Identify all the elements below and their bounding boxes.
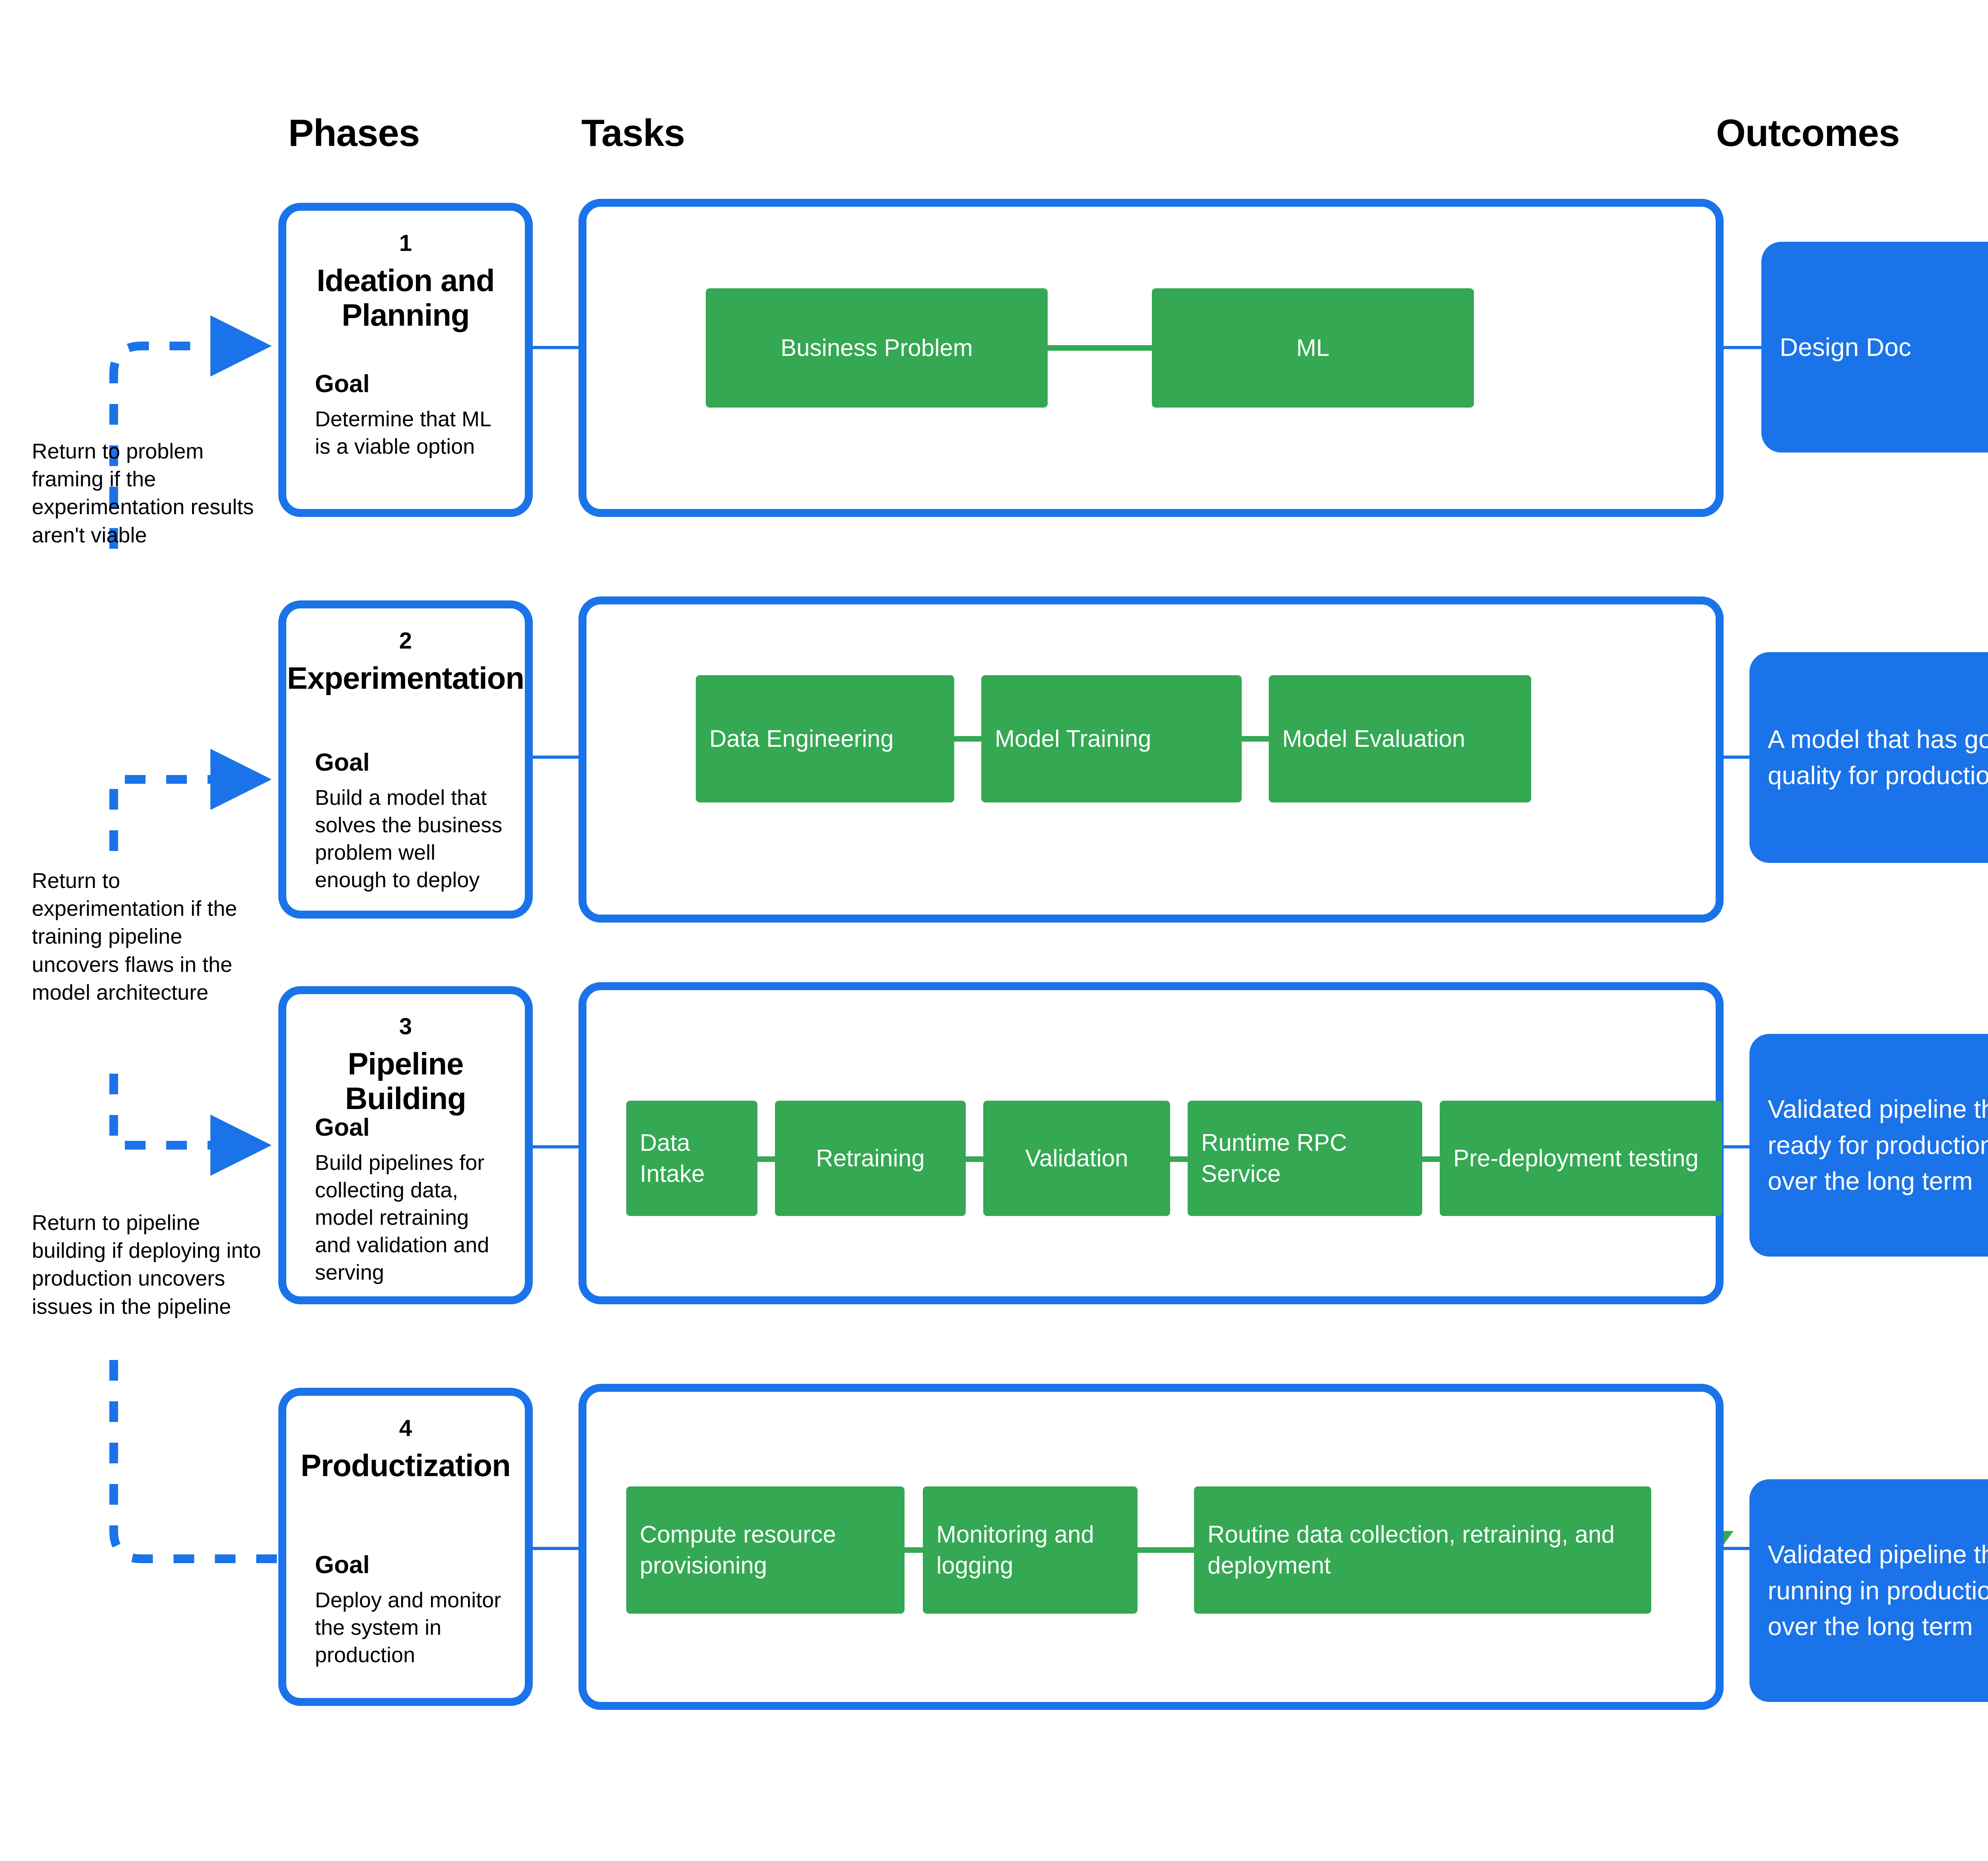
link-phase-2-to-tasks xyxy=(533,756,580,759)
phase-4-goal-text: Deploy and monitor the system in product… xyxy=(315,1588,501,1667)
column-header-phases: Phases xyxy=(288,112,420,154)
link-phase-1-to-tasks xyxy=(533,346,580,349)
phase-1-title: Ideation and Planning xyxy=(316,263,495,333)
green-link-4a xyxy=(905,1547,923,1553)
task-chip-model-training[interactable]: Model Training xyxy=(981,675,1242,802)
outcome-box-3[interactable]: Validated pipeline that's ready for prod… xyxy=(1749,1034,1988,1257)
tasks-panel-4: Compute resource provisioning Monitoring… xyxy=(579,1384,1724,1710)
green-link-1 xyxy=(1048,345,1152,351)
link-tasks-1-to-outcome xyxy=(1724,346,1771,349)
green-link-4b xyxy=(1138,1547,1194,1553)
task-chip-business-problem[interactable]: Business Problem xyxy=(706,288,1048,408)
green-link-3c xyxy=(1170,1156,1188,1162)
green-link-2a xyxy=(954,736,981,742)
task-chip-ml[interactable]: ML xyxy=(1152,288,1474,408)
phase-card-3[interactable]: 3 Pipeline Building Goal Build pipelines… xyxy=(278,986,533,1304)
task-chip-validation[interactable]: Validation xyxy=(983,1101,1170,1216)
outcome-box-4[interactable]: Validated pipeline that's running in pro… xyxy=(1749,1479,1988,1702)
link-tasks-4-to-outcome xyxy=(1724,1547,1771,1550)
link-tasks-2-to-outcome xyxy=(1724,756,1771,759)
phase-3-goal-label: Goal xyxy=(315,1114,370,1141)
tasks-panel-3: Data Intake Retraining Validation Runtim… xyxy=(579,982,1724,1304)
phase-1-number: 1 xyxy=(399,230,412,256)
link-tasks-3-to-outcome xyxy=(1724,1145,1771,1148)
green-link-2b xyxy=(1242,736,1269,742)
phase-3-number: 3 xyxy=(399,1014,412,1039)
phase-4-goal-label: Goal xyxy=(315,1551,370,1579)
outcome-box-1[interactable]: Design Doc xyxy=(1761,242,1988,453)
link-phase-4-to-tasks xyxy=(533,1547,580,1550)
column-header-outcomes: Outcomes xyxy=(1716,112,1900,154)
phase-card-4[interactable]: 4 Productization Goal Deploy and monitor… xyxy=(278,1388,533,1706)
task-chip-runtime-rpc-service[interactable]: Runtime RPC Service xyxy=(1188,1101,1422,1216)
phase-1-goal-text: Determine that ML is a viable option xyxy=(315,407,491,459)
task-chip-data-engineering[interactable]: Data Engineering xyxy=(696,675,954,802)
phase-2-number: 2 xyxy=(399,628,412,654)
feedback-arrow-to-phase-3 xyxy=(109,1074,272,1176)
green-link-3d xyxy=(1422,1156,1440,1162)
phase-4-number: 4 xyxy=(399,1415,412,1441)
green-link-3a xyxy=(757,1156,775,1162)
task-chip-compute-resource-provisioning[interactable]: Compute resource provisioning xyxy=(626,1486,905,1614)
phase-2-title: Experimentation xyxy=(287,660,524,695)
outcome-box-2[interactable]: A model that has good quality for produc… xyxy=(1749,652,1988,863)
task-chip-monitoring-and-logging[interactable]: Monitoring and logging xyxy=(923,1486,1138,1614)
green-link-3b xyxy=(966,1156,983,1162)
phase-card-2[interactable]: 2 Experimentation Goal Build a model tha… xyxy=(278,600,533,919)
phase-3-title: Pipeline Building xyxy=(345,1046,466,1116)
link-phase-3-to-tasks xyxy=(533,1145,580,1148)
phase-3-goal-text: Build pipelines for collecting data, mod… xyxy=(315,1151,489,1285)
task-chip-retraining[interactable]: Retraining xyxy=(775,1101,966,1216)
tasks-panel-1: Business Problem ML xyxy=(579,199,1724,517)
task-chip-data-intake[interactable]: Data Intake xyxy=(626,1101,757,1216)
feedback-trunk-left xyxy=(109,1360,278,1563)
tasks-panel-2: Data Engineering Model Training Model Ev… xyxy=(579,596,1724,923)
task-chip-model-evaluation[interactable]: Model Evaluation xyxy=(1269,675,1531,802)
task-chip-pre-deployment-testing[interactable]: Pre-deployment testing xyxy=(1440,1101,1722,1216)
column-header-tasks: Tasks xyxy=(581,112,685,154)
note-return-problem-framing: Return to problem framing if the experim… xyxy=(32,439,254,547)
note-return-pipeline-building: Return to pipeline building if deploying… xyxy=(32,1211,261,1319)
phase-1-goal-label: Goal xyxy=(315,370,370,398)
phase-2-goal-label: Goal xyxy=(315,749,370,776)
note-return-experimentation: Return to experimentation if the trainin… xyxy=(32,869,237,1004)
phase-card-1[interactable]: 1 Ideation and Planning Goal Determine t… xyxy=(278,203,533,517)
phase-2-goal-text: Build a model that solves the business p… xyxy=(315,786,503,892)
phase-4-title: Productization xyxy=(301,1448,511,1483)
feedback-arrow-to-phase-2 xyxy=(109,749,272,851)
task-chip-routine-data-collection[interactable]: Routine data collection, retraining, and… xyxy=(1194,1486,1651,1614)
